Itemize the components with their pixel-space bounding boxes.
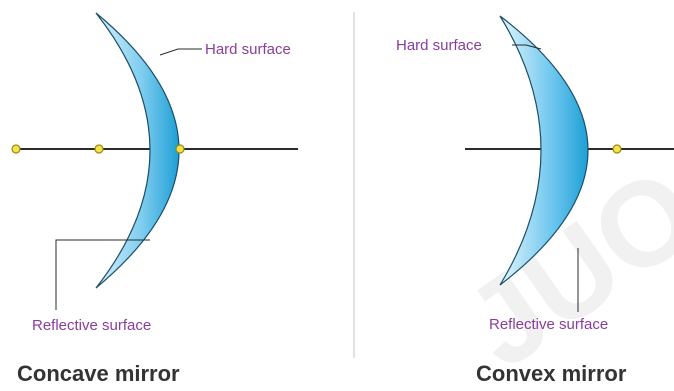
concave-diagram: Hard surface Reflective surface Concave …: [12, 13, 298, 386]
concave-hard-leader: [160, 49, 202, 55]
concave-hard-label: Hard surface: [205, 41, 291, 58]
concave-reflective-leader: [56, 240, 150, 310]
concave-point-2: [95, 145, 103, 153]
concave-point-1: [12, 145, 20, 153]
convex-hard-label: Hard surface: [396, 37, 482, 54]
convex-caption: Convex mirror: [476, 361, 627, 386]
convex-point-1: [613, 145, 621, 153]
concave-reflective-label: Reflective surface: [32, 317, 151, 334]
concave-point-3: [176, 145, 184, 153]
concave-mirror-shape: [96, 13, 179, 288]
concave-caption: Concave mirror: [17, 361, 180, 386]
convex-reflective-label: Reflective surface: [489, 316, 608, 333]
